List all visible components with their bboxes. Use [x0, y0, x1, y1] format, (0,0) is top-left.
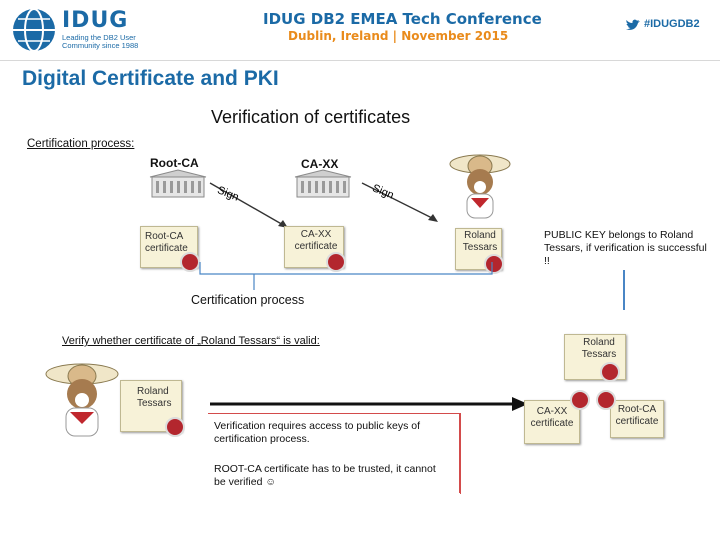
slide-subtitle: Verification of certificates: [211, 107, 411, 127]
note-box-right-border: [459, 413, 461, 493]
roland-certificate-left-text: Roland Tessars: [137, 386, 172, 409]
verification-note-box: [208, 413, 461, 494]
seal-icon: [600, 362, 620, 382]
seal-icon: [484, 254, 504, 274]
process-bracket: [199, 262, 493, 290]
logo-text: IDUG: [62, 8, 129, 33]
seal-icon: [165, 417, 185, 437]
mouse-character-icon: [449, 154, 511, 219]
header-bar: [0, 0, 720, 62]
verify-label: Verify whether certificate of „Roland Te…: [62, 335, 320, 347]
conference-location: Dublin, Ireland | November 2015: [288, 29, 509, 43]
root-ca-label: Root-CA: [150, 156, 199, 170]
ca-xx-certificate-bottom-text: CA-XX certificate: [530, 406, 574, 429]
logo-tagline: Leading the DB2 User Community since 198…: [62, 33, 139, 50]
header-divider: [0, 60, 720, 61]
root-ca-certificate-bottom-text: Root-CA certificate: [615, 404, 659, 427]
root-ca-certificate-bottom: Root-CA certificate: [610, 400, 664, 438]
conference-hashtag: #IDUGDB2: [644, 18, 700, 30]
access-note: Verification requires access to public k…: [214, 420, 421, 445]
conference-title: IDUG DB2 EMEA Tech Conference: [263, 10, 542, 28]
ca-xx-certificate-text: CA-XX certificate: [294, 229, 338, 252]
note-connector: [623, 270, 625, 310]
seal-icon: [570, 390, 590, 410]
ca-xx-certificate-bottom: CA-XX certificate: [524, 400, 580, 444]
globe-logo-icon: [13, 8, 55, 52]
roland-certificate-right-text: Roland Tessars: [581, 337, 617, 360]
verification-arrow: [210, 397, 528, 411]
ca-xx-building-icon: [294, 169, 352, 198]
ca-xx-label: CA-XX: [301, 157, 339, 171]
roland-certificate-top-text: Roland Tessars: [462, 230, 498, 253]
certification-process-center-label: Certification process: [191, 293, 305, 307]
twitter-bird-icon: [626, 19, 640, 30]
root-trust-note: ROOT-CA certificate has to be trusted, i…: [214, 463, 436, 488]
seal-icon: [180, 252, 200, 272]
public-key-note: PUBLIC KEY belongs to Roland Tessars, if…: [544, 229, 707, 267]
root-ca-building-icon: [149, 169, 207, 198]
mouse-character-icon: [45, 363, 119, 437]
seal-icon: [326, 252, 346, 272]
seal-icon: [596, 390, 616, 410]
root-ca-certificate-text: Root-CA certificate: [145, 231, 188, 254]
certification-process-label: Certification process:: [27, 138, 135, 150]
page-title: Digital Certificate and PKI: [22, 67, 279, 90]
roland-certificate-top: Roland Tessars: [455, 228, 502, 270]
